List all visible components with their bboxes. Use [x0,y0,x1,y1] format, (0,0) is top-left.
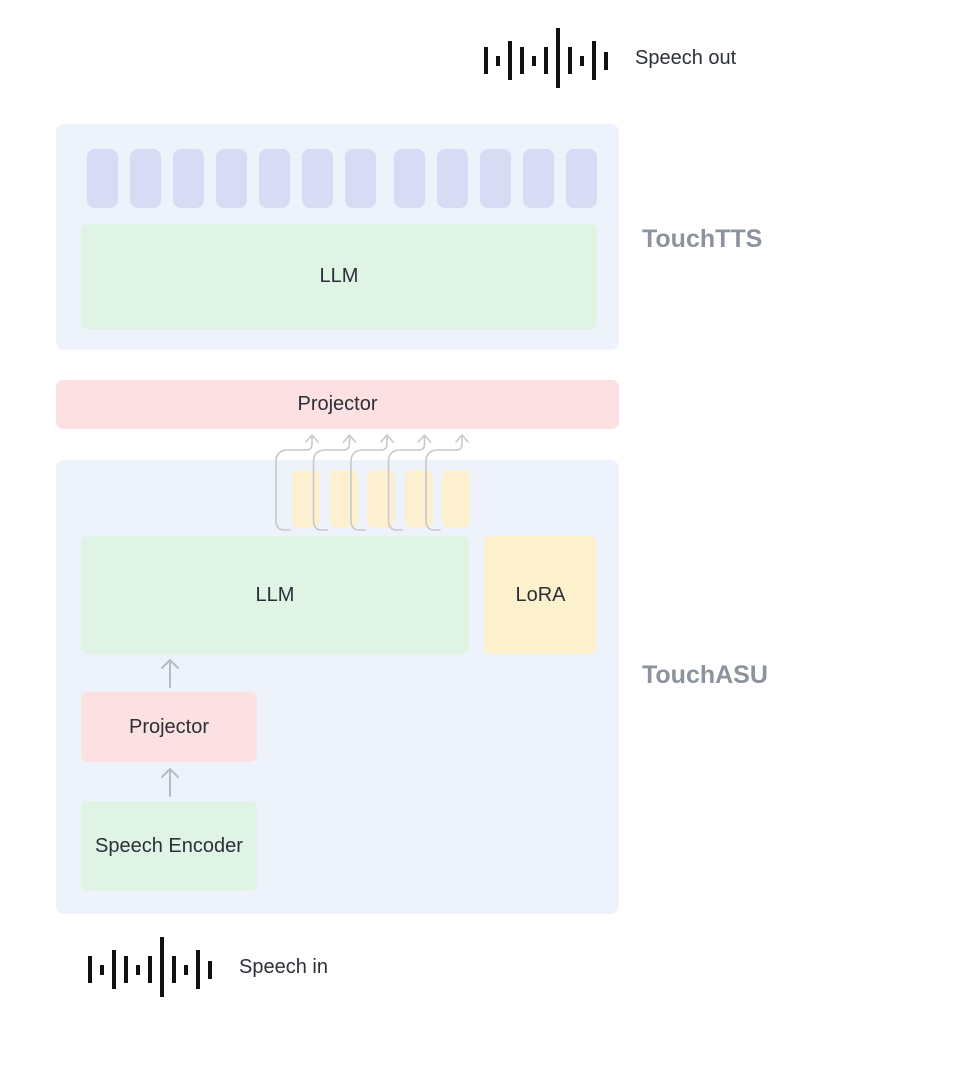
tts-token [173,149,204,208]
asu-token [442,470,470,528]
curved-arrow [275,435,313,531]
arrow-head-icon [380,434,394,443]
speech-out-group: Speech out [484,28,784,90]
asu-token [404,470,433,528]
tts-token [130,149,161,208]
asu-projector-label: Projector [128,715,210,738]
asu-section-label: TouchASU [642,661,768,689]
arrow-up-icon [161,659,179,688]
asu-token [292,470,320,528]
tts-token [394,149,425,208]
arrow-head-icon [417,434,432,443]
asu-token [329,470,358,528]
asu-llm-label: LLM [255,583,295,606]
curved-arrow [387,435,426,531]
speech-out-label: Speech out [635,47,737,69]
tts-token [437,149,468,208]
speech-encoder-block: Speech Encoder [81,801,257,891]
tts-token [345,149,376,208]
curved-arrow [425,435,463,531]
asu-token [367,470,395,528]
bridge-projector-block: Projector [56,380,619,429]
speech-in-label: Speech in [239,956,328,978]
tts-section-label: TouchTTS [642,225,763,253]
lora-label: LoRA [515,583,566,606]
tts-token [216,149,247,208]
tts-token [480,149,511,208]
waveform-icon [88,937,212,997]
speech-encoder-label: Speech Encoder [95,834,243,857]
curved-arrow [312,435,351,531]
asu-projector-block: Projector [81,692,257,762]
lora-block: LoRA [484,536,597,654]
tts-token [302,149,333,208]
tts-token [87,149,118,208]
speech-in-group: Speech in [88,937,388,999]
curved-arrow [350,435,388,531]
tts-llm-label: LLM [319,265,359,287]
arrow-head-icon [305,434,319,443]
arrow-up-icon [161,768,179,797]
bridge-projector-label: Projector [297,393,378,415]
tts-token [523,149,554,208]
asu-llm-block: LLM [81,536,469,654]
tts-token [259,149,290,208]
tts-token [566,149,597,208]
arrow-head-icon [455,434,469,443]
tts-panel: LLM [56,124,619,350]
asu-panel: LLM LoRA Projector Speech Encoder [56,460,619,914]
tts-llm-block: LLM [81,224,597,329]
arrow-head-icon [342,434,357,443]
waveform-icon [484,28,608,88]
